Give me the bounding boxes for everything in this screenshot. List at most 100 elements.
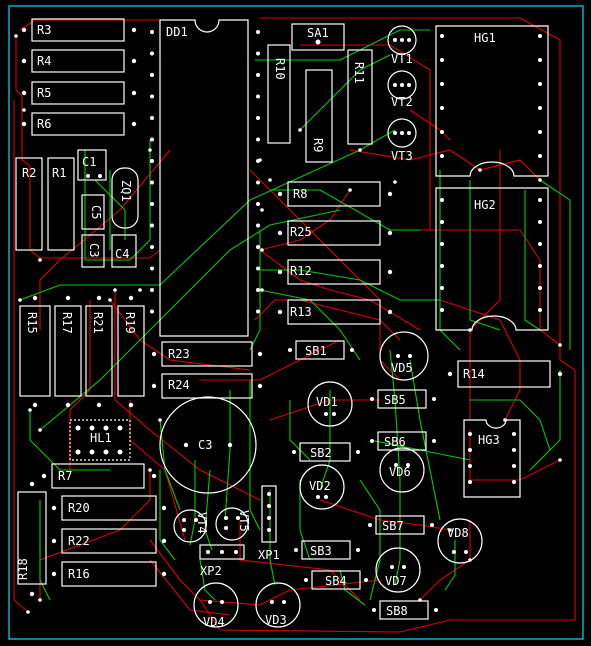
- pad: [440, 286, 444, 290]
- svg-text:VD1: VD1: [316, 395, 338, 409]
- connector-XP1: XP1: [258, 485, 280, 562]
- svg-text:R7: R7: [58, 469, 72, 483]
- pad: [158, 418, 162, 422]
- pad: [150, 309, 154, 314]
- transistor-VT2: VT2: [387, 70, 417, 109]
- pad: [358, 148, 362, 152]
- pad: [150, 266, 154, 271]
- pad: [26, 610, 30, 614]
- pad: [256, 51, 260, 56]
- pad: [538, 178, 542, 182]
- svg-text:R10: R10: [273, 58, 287, 80]
- pad: [440, 82, 444, 86]
- pad: [538, 308, 542, 312]
- resistor-R7: R7: [41, 463, 157, 489]
- svg-text:VD2: VD2: [309, 479, 331, 493]
- led-VD5: VD5: [379, 331, 429, 381]
- pad: [75, 449, 81, 455]
- resistor-R17: R17: [54, 295, 82, 408]
- button-SB5: SB5: [370, 389, 436, 409]
- vias: [14, 34, 562, 614]
- pad: [150, 245, 154, 249]
- pad: [538, 220, 542, 224]
- pad: [440, 264, 444, 268]
- pad: [440, 58, 444, 62]
- capacitor-C4: C4: [111, 234, 137, 268]
- pad: [150, 30, 154, 34]
- chip-DD1: DD1: [159, 19, 249, 337]
- resistor-R9: R9: [305, 69, 333, 163]
- button-SB1: SB1: [288, 340, 354, 360]
- pad: [348, 188, 352, 192]
- pad: [14, 34, 18, 38]
- svg-text:SB2: SB2: [310, 446, 332, 460]
- resistor-R22: R22: [51, 528, 167, 554]
- svg-text:DD1: DD1: [166, 25, 188, 39]
- svg-text:SB4: SB4: [325, 574, 347, 588]
- svg-text:R25: R25: [290, 225, 312, 239]
- transistor-VT3: VT3: [387, 118, 417, 163]
- pad: [148, 148, 152, 152]
- resistor-R1: R1: [47, 157, 75, 251]
- pad: [22, 108, 26, 112]
- svg-text:R13: R13: [290, 305, 312, 319]
- svg-text:SB7: SB7: [382, 519, 404, 533]
- resistor-R18: R18: [16, 481, 47, 597]
- switch-SA1: SA1: [291, 23, 345, 51]
- pad: [150, 73, 154, 77]
- svg-text:SB8: SB8: [386, 604, 408, 618]
- pad: [256, 288, 260, 292]
- svg-text:VD6: VD6: [389, 465, 411, 479]
- svg-text:R8: R8: [293, 187, 307, 201]
- led-VD3: VD3: [255, 582, 301, 628]
- svg-text:R19: R19: [123, 312, 137, 334]
- pad: [150, 94, 154, 99]
- button-SB7: SB7: [368, 515, 434, 535]
- svg-text:C1: C1: [82, 155, 96, 169]
- capacitor-C3-large: C3: [159, 396, 257, 494]
- pad: [512, 480, 516, 484]
- pad: [150, 223, 154, 228]
- pad: [117, 425, 123, 431]
- pad: [75, 425, 81, 431]
- capacitor-C1: C1: [77, 149, 107, 181]
- led-VD6: VD6: [379, 447, 425, 493]
- pad: [538, 130, 542, 134]
- svg-text:SA1: SA1: [307, 26, 329, 40]
- svg-text:XP1: XP1: [258, 548, 280, 562]
- svg-text:R23: R23: [168, 347, 190, 361]
- resistor-R5: R5: [21, 81, 137, 105]
- hg-pins: [440, 34, 542, 312]
- svg-text:C3: C3: [198, 438, 212, 452]
- pad: [440, 308, 444, 312]
- button-SB2: SB2: [292, 442, 360, 462]
- pad: [256, 116, 260, 120]
- svg-text:R12: R12: [290, 264, 312, 278]
- resistor-R24: R24: [151, 373, 263, 399]
- pad: [89, 449, 95, 455]
- pad: [113, 288, 117, 292]
- resistor-R13: R13: [277, 299, 393, 325]
- resistor-R25: R25: [277, 220, 393, 246]
- resistor-R14: R14: [447, 360, 563, 388]
- led-VD7: VD7: [375, 547, 421, 593]
- svg-text:VD3: VD3: [265, 613, 287, 627]
- pad: [538, 286, 542, 290]
- pad: [38, 428, 42, 432]
- pad: [538, 264, 542, 268]
- pad: [256, 180, 260, 185]
- pad: [538, 82, 542, 86]
- pad: [538, 198, 542, 202]
- svg-text:SB6: SB6: [384, 435, 406, 449]
- pad: [260, 248, 264, 252]
- svg-text:VD4: VD4: [203, 615, 225, 629]
- pad: [260, 208, 264, 212]
- pad: [256, 245, 260, 249]
- svg-text:C3: C3: [87, 243, 101, 257]
- pad: [468, 432, 472, 436]
- svg-text:C5: C5: [89, 205, 103, 219]
- svg-text:VT4: VT4: [195, 512, 209, 534]
- display-HG3: HG3: [463, 419, 521, 498]
- svg-text:VT5: VT5: [237, 510, 251, 532]
